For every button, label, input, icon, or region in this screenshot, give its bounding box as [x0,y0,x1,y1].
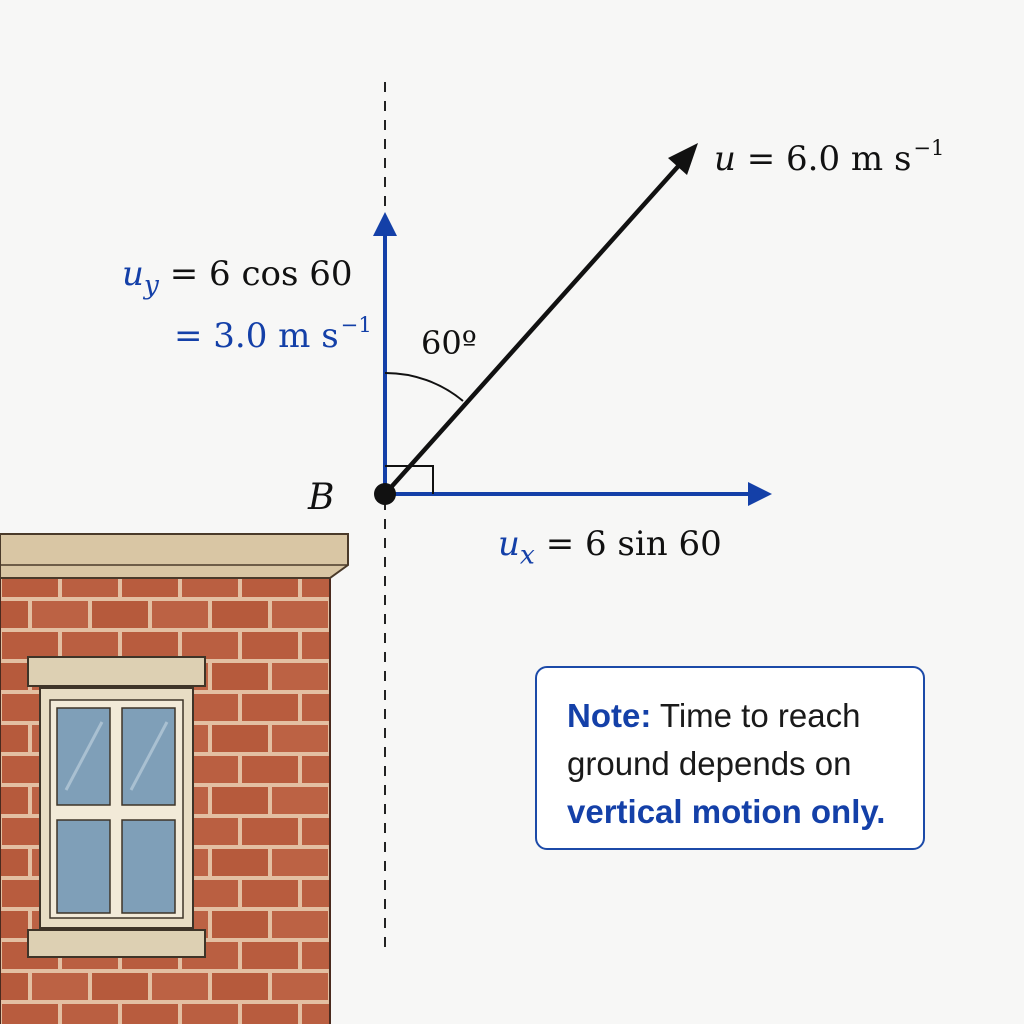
window-header [27,656,206,687]
uy-result-exponent: −1 [340,312,372,337]
right-angle-marker [385,465,434,494]
ux-expression: ux = 6 sin 60 [498,527,722,569]
ux-symbol: u [498,524,520,564]
ux-subscript: x [519,539,535,571]
note-box: Note: Time to reach ground depends on ve… [535,666,925,850]
velocity-label: u = 6.0 m s−1 [714,137,944,176]
window-pane [56,819,111,914]
ux-arrow [385,482,772,506]
note-text: Time to reach ground depends on [567,697,861,782]
angle-label: 60º [421,324,477,362]
uy-expression: uy = 6 cos 60 [122,257,352,299]
ux-expr: = 6 sin 60 [545,524,722,564]
building-icon [0,533,349,1024]
note-lead: Note: [567,697,652,734]
point-b [374,483,396,505]
velocity-symbol: u [714,139,736,180]
angle-arc [384,371,464,402]
uy-subscript: y [143,269,159,301]
roof-ledge [0,533,349,579]
note-emphasis: vertical motion only. [567,793,886,830]
uy-symbol: u [122,254,144,294]
velocity-arrow-icon [383,143,698,496]
window-sill [27,929,206,958]
window-pane [121,819,176,914]
window-icon [27,656,206,958]
point-b-label: B [308,477,335,518]
uy-arrow [373,212,397,494]
uy-expr: = 6 cos 60 [169,254,353,294]
uy-result-value: = 3.0 m s [174,316,339,357]
uy-result: = 3.0 m s−1 [174,314,372,353]
velocity-unit-exponent: −1 [913,135,945,160]
velocity-value: = 6.0 m s [746,139,912,180]
